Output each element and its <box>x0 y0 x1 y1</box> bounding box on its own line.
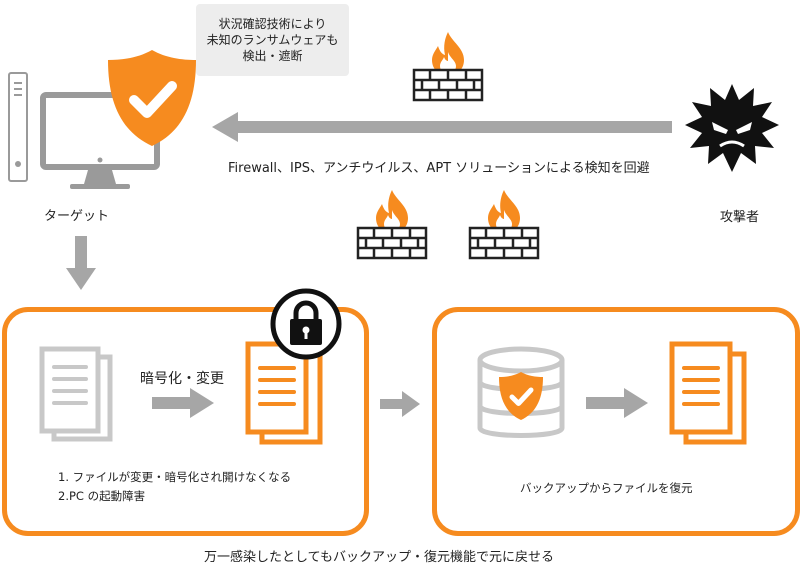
restore-text: バックアップからファイルを復元 <box>520 481 693 495</box>
firewall-icon <box>468 188 540 260</box>
firewall-icon <box>412 30 484 102</box>
evasion-text: Firewall、IPS、アンチウイルス、APT ソリューションによる検知を回避 <box>228 161 650 176</box>
encrypt-arrow <box>152 388 214 418</box>
shield-check-icon <box>497 370 545 422</box>
encrypt-label: 暗号化・変更 <box>140 371 224 387</box>
callout-line-1: 状況確認技術により <box>218 17 327 31</box>
callout-line-3: 検出・遮断 <box>242 49 303 63</box>
document-icon <box>244 340 324 448</box>
footer-text: 万一感染したとしてもバックアップ・復元機能で元に戻せる <box>204 550 554 565</box>
recovery-arrow <box>380 391 420 417</box>
attacker-virus-icon <box>682 80 782 180</box>
attacker-label: 攻撃者 <box>720 210 760 225</box>
restore-arrow <box>586 388 648 418</box>
callout-line-2: 未知のランサムウェアも <box>206 33 339 47</box>
shield-check-icon <box>104 46 200 150</box>
target-label: ターゲット <box>44 209 110 224</box>
detection-callout: 状況確認技術により 未知のランサムウェアも 検出・遮断 <box>196 4 349 76</box>
impact-item-1: 1. ファイルが変更・暗号化され開けなくなる <box>58 470 292 484</box>
pc-tower-icon <box>8 72 28 182</box>
document-icon <box>38 345 114 445</box>
attack-path-arrow <box>212 112 672 142</box>
down-arrow <box>66 236 96 292</box>
impact-item-2: 2.PC の起動障害 <box>58 489 146 503</box>
firewall-icon <box>356 188 428 260</box>
padlock-icon <box>270 288 342 360</box>
document-icon <box>668 340 748 448</box>
